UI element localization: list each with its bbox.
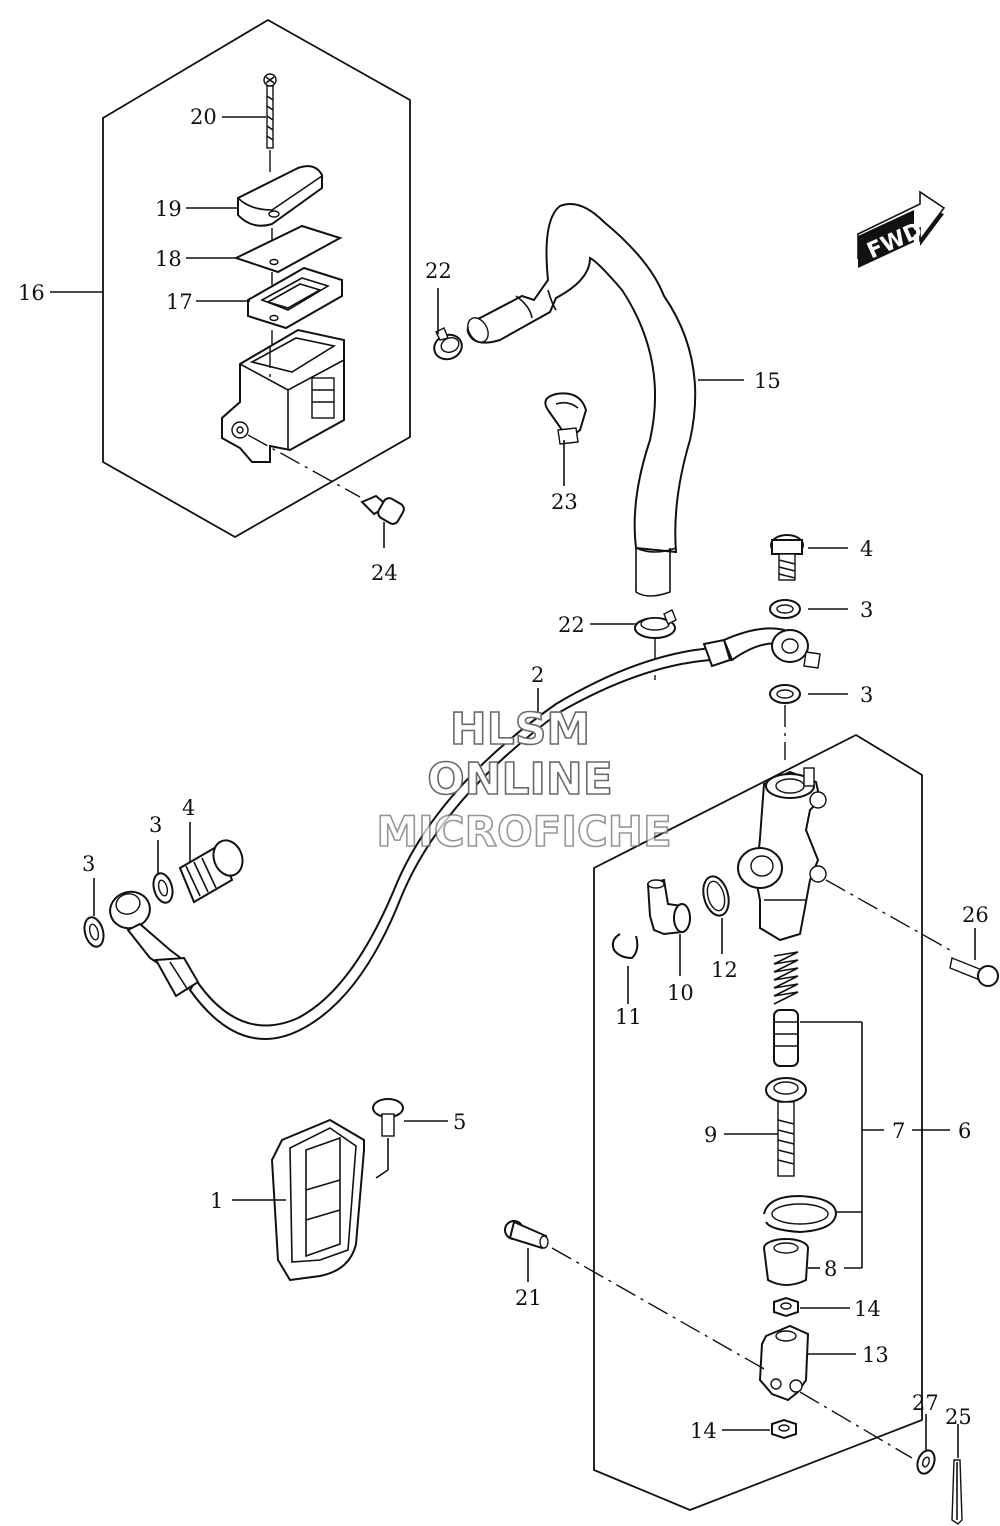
- callout-6: 6: [958, 1119, 971, 1143]
- callout-27: 27: [912, 1391, 939, 1415]
- washer-part: [769, 684, 801, 704]
- washer-part: [83, 916, 105, 948]
- master-cylinder-frame: [593, 733, 923, 1511]
- callout-13: 13: [862, 1343, 889, 1367]
- reservoir-hose-part: [466, 203, 697, 597]
- nut-part: [771, 1418, 797, 1440]
- cotter-pin-part: [951, 1459, 963, 1525]
- callout-9: 9: [704, 1123, 717, 1147]
- callout-16: 16: [18, 281, 45, 305]
- circlip-part: [763, 1194, 838, 1234]
- callout-21: 21: [515, 1286, 542, 1310]
- washer-part: [152, 872, 174, 904]
- hose-clamp-lower-part: [634, 609, 677, 639]
- reservoir-assembly-frame: [102, 18, 411, 539]
- watermark-line-3: MICROFICHE: [376, 807, 671, 856]
- leader-lines: [50, 116, 959, 1458]
- boot-part: [763, 1238, 809, 1286]
- bolt-part: [949, 928, 999, 987]
- reservoir-cap-part: [237, 165, 323, 227]
- callout-2: 2: [531, 663, 544, 687]
- callout-10: 10: [667, 981, 694, 1005]
- callout-7: 7: [892, 1119, 905, 1143]
- callout-12: 12: [711, 958, 738, 982]
- callout-3-right-lower: 3: [860, 683, 873, 707]
- callout-labels: 20 19 18 17 16 22 15 23 24 4 3 22 2 3 3 …: [18, 105, 989, 1443]
- banjo-fitting-part: [109, 890, 200, 998]
- watermark-line-2: ONLINE: [427, 754, 613, 805]
- clevis-part: [758, 1324, 810, 1402]
- hose-joint-part: [646, 878, 691, 936]
- callout-26: 26: [962, 903, 989, 927]
- callout-4-right: 4: [860, 537, 873, 561]
- callout-4-left: 4: [182, 796, 195, 820]
- callout-14-lower: 14: [690, 1419, 717, 1443]
- master-cylinder-body-part: [737, 767, 827, 942]
- callout-22-lower: 22: [558, 613, 585, 637]
- callout-23: 23: [551, 490, 578, 514]
- screw-part: [263, 73, 277, 175]
- cover-part: [270, 1118, 365, 1282]
- callout-1: 1: [210, 1189, 223, 1213]
- hose-clamp-upper-part: [433, 327, 463, 361]
- callout-5: 5: [453, 1110, 466, 1134]
- callout-3-left-inner: 3: [149, 813, 162, 837]
- callout-3-right-upper: 3: [860, 598, 873, 622]
- callout-14-upper: 14: [854, 1297, 881, 1321]
- clevis-pin-part: [504, 1220, 549, 1250]
- bolt-part: [360, 494, 405, 548]
- callout-11: 11: [615, 1005, 642, 1029]
- callout-20: 20: [190, 105, 217, 129]
- fwd-arrow-icon: FWD: [857, 190, 946, 268]
- callout-15: 15: [754, 369, 781, 393]
- reservoir-body-part: [221, 328, 345, 463]
- piston-part: [773, 1009, 799, 1067]
- o-ring-part: [702, 875, 730, 917]
- callout-19: 19: [155, 197, 182, 221]
- callout-24: 24: [371, 561, 398, 585]
- callout-18: 18: [155, 247, 182, 271]
- callout-25: 25: [945, 1405, 972, 1429]
- diaphragm-plate-part: [233, 224, 343, 274]
- callout-8: 8: [824, 1257, 837, 1281]
- watermark: HLSM ONLINE MICROFICHE: [376, 703, 673, 857]
- diaphragm-part: [247, 266, 343, 330]
- banjo-bolt-part: [770, 534, 804, 581]
- banjo-bolt-part: [178, 839, 244, 904]
- spring-part: [773, 951, 799, 1005]
- screw-part: [372, 1098, 404, 1179]
- brake-hose-part: [188, 627, 821, 1040]
- callout-17: 17: [166, 290, 193, 314]
- nut-part: [773, 1296, 799, 1318]
- washer-part: [769, 599, 801, 619]
- callout-22-upper: 22: [425, 259, 452, 283]
- hose-clip-part: [544, 392, 588, 445]
- push-rod-part: [765, 1077, 807, 1177]
- circlip-part: [611, 933, 639, 960]
- watermark-line-1: HLSM: [450, 704, 590, 755]
- callout-3-left-outer: 3: [82, 852, 95, 876]
- washer-part: [916, 1449, 936, 1475]
